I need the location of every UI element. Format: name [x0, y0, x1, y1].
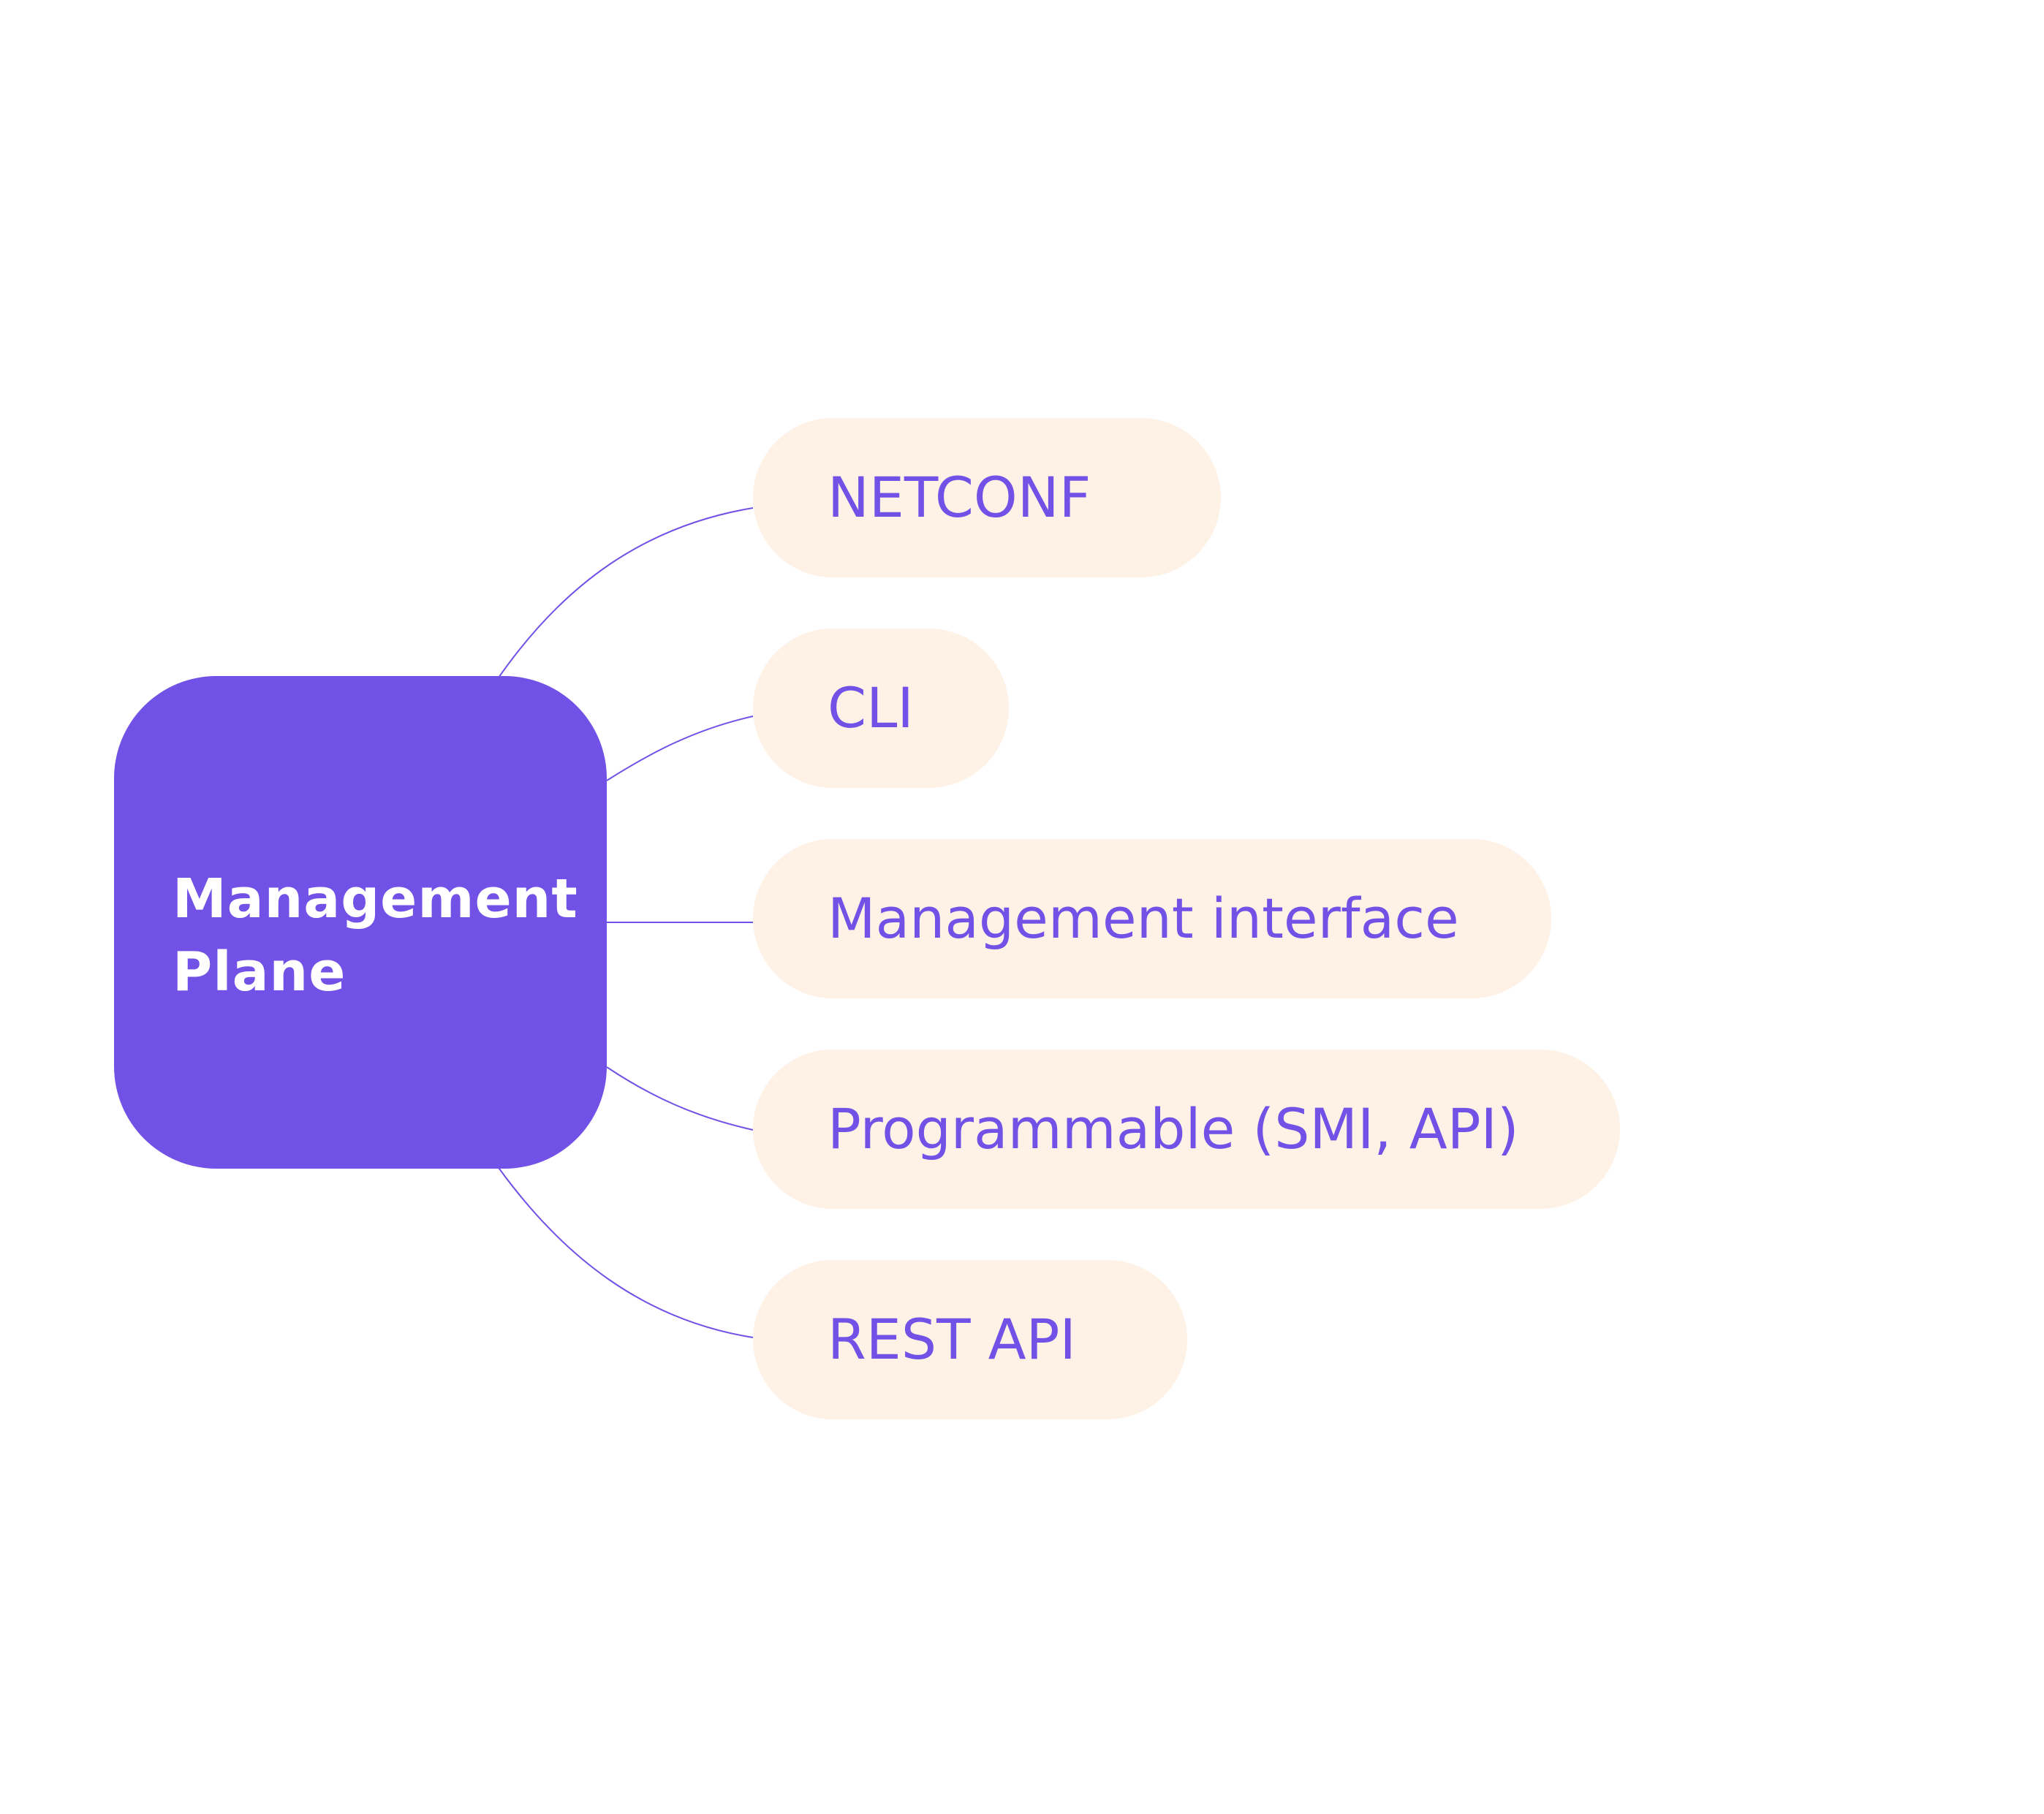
branch-cli: CLI [753, 629, 1009, 788]
connector-cli [606, 716, 754, 781]
branch-label-cli: CLI [828, 675, 914, 740]
branch-management-interface: Management interface [753, 839, 1551, 998]
branch-label-rest-api: REST API [828, 1307, 1076, 1372]
connector-programmable [606, 1066, 754, 1131]
branch-programmable: Programmable (SMI, API) [753, 1050, 1620, 1209]
central-node-label: Management Plane [173, 868, 578, 1003]
central-node-management-plane: Management Plane [114, 676, 607, 1169]
branch-netconf: NETCONF [753, 418, 1221, 577]
branch-label-programmable: Programmable (SMI, API) [828, 1096, 1519, 1161]
branch-rest-api: REST API [753, 1260, 1187, 1419]
connector-netconf [496, 507, 754, 680]
connector-rest-api [496, 1165, 754, 1338]
branch-label-management-interface: Management interface [828, 886, 1459, 951]
branch-label-netconf: NETCONF [828, 465, 1091, 530]
